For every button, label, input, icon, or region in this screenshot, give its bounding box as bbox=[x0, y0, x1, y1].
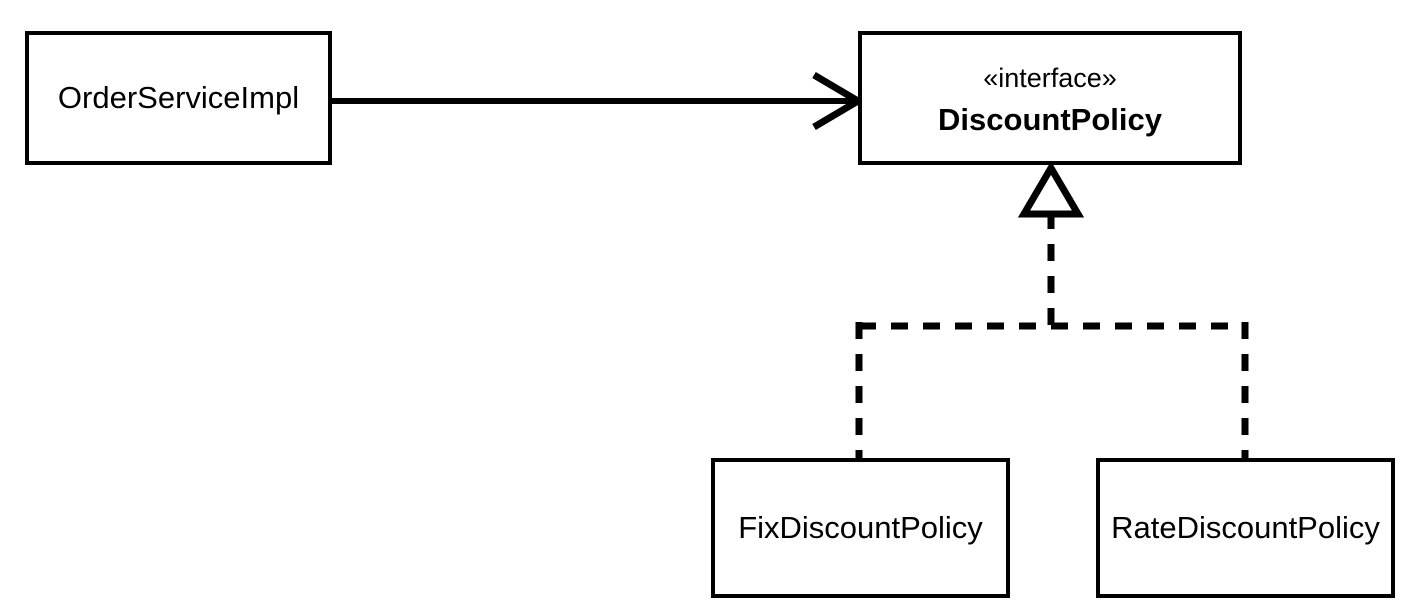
class-box bbox=[1096, 458, 1395, 598]
class-node-order-service-impl[interactable]: OrderServiceImpl bbox=[25, 31, 332, 165]
class-node-discount-policy[interactable]: «interface» DiscountPolicy bbox=[858, 31, 1242, 165]
class-name-label: RateDiscountPolicy bbox=[1111, 510, 1380, 545]
hollow-triangle-icon bbox=[1017, 161, 1085, 218]
class-name-label: OrderServiceImpl bbox=[58, 80, 299, 115]
class-box bbox=[711, 458, 1010, 598]
edge-realization-fork[interactable] bbox=[855, 161, 1249, 462]
class-node-fix-discount-policy[interactable]: FixDiscountPolicy bbox=[711, 458, 1010, 598]
class-box bbox=[25, 31, 332, 165]
edge-order-service-impl-to-discount-policy[interactable] bbox=[330, 71, 865, 131]
class-node-rate-discount-policy[interactable]: RateDiscountPolicy bbox=[1096, 458, 1395, 598]
class-box bbox=[858, 31, 1242, 165]
class-name-label: DiscountPolicy bbox=[938, 102, 1163, 137]
stereotype-label: «interface» bbox=[983, 63, 1117, 93]
class-name-label: FixDiscountPolicy bbox=[738, 510, 983, 545]
